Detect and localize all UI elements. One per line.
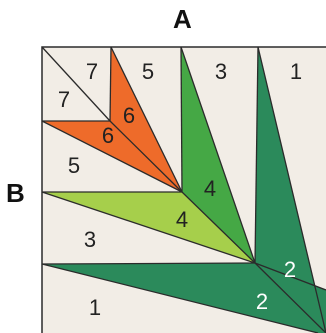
piece-b2-number: 2: [255, 289, 269, 314]
piece-b4-number: 4: [175, 207, 189, 232]
piece-a5-number: 5: [141, 59, 155, 84]
piece-b5-number: 5: [67, 153, 81, 178]
seam-lines: [41, 46, 326, 333]
piece-a2: [255, 47, 326, 333]
piece-a6-number: 6: [122, 103, 136, 128]
piece-b1-number: 1: [88, 295, 102, 320]
piece-a3-number: 3: [214, 59, 228, 84]
piece-a2-number: 2: [283, 257, 297, 282]
piece-a7-number: 7: [85, 59, 99, 84]
row-a-label: A: [173, 4, 192, 34]
piece-b3-number: 3: [83, 227, 97, 252]
row-b-label: B: [6, 178, 25, 208]
piece-b6-number: 6: [101, 123, 115, 148]
piece-a4-number: 4: [203, 176, 217, 201]
piece-b7-number: 7: [57, 87, 71, 112]
piece-a1-number: 1: [289, 59, 303, 84]
